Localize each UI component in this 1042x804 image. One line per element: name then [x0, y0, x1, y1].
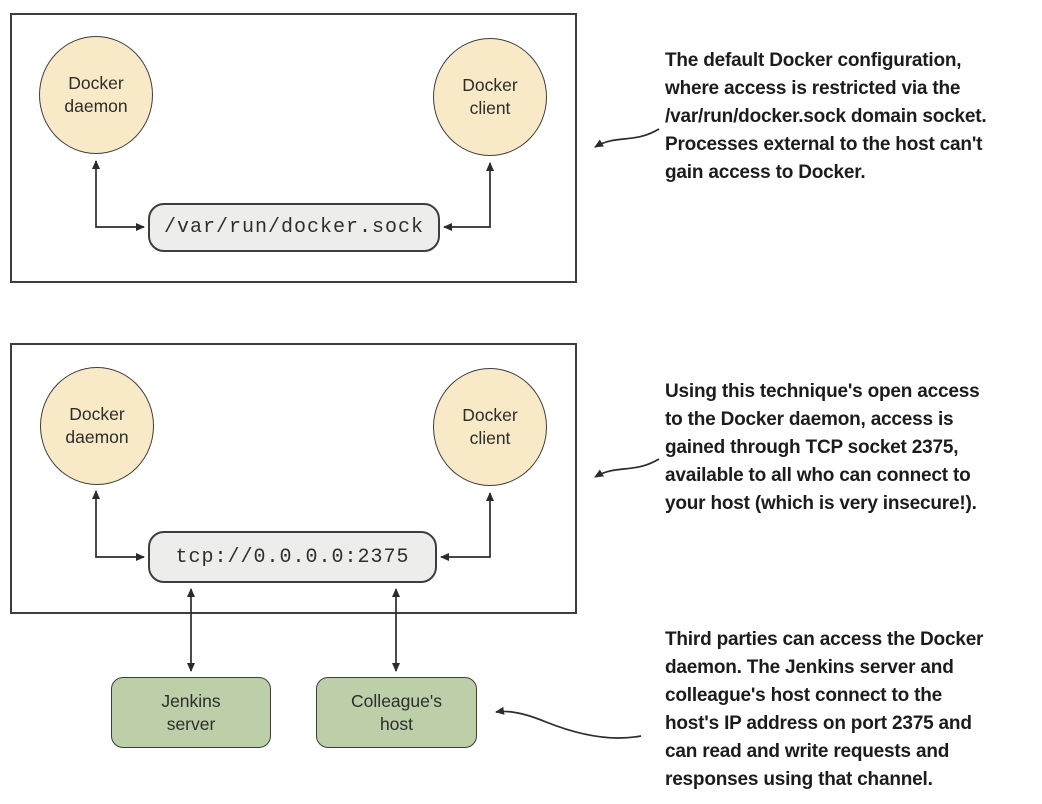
docker-client-node-bottom: Docker client: [433, 368, 547, 486]
host-boundary-default-config: [10, 13, 577, 283]
host-boundary-open-access: [10, 343, 577, 614]
tcp-socket-node: tcp://0.0.0.0:2375: [148, 531, 437, 583]
docker-client-node-top: Docker client: [433, 38, 547, 156]
annotation-arrow-third-parties: [495, 706, 642, 739]
colleague-host-node: Colleague's host: [316, 677, 477, 748]
annotation-open-access: Using this technique's open access to th…: [665, 381, 980, 514]
jenkins-server-node: Jenkins server: [111, 677, 271, 748]
docker-daemon-node-top: Docker daemon: [39, 36, 153, 154]
annotation-arrow-open-access: [594, 458, 660, 478]
annotation-third-parties: Third parties can access the Docker daem…: [665, 629, 984, 790]
annotation-arrow-default-config: [594, 128, 660, 148]
annotation-default-config: The default Docker configuration, where …: [665, 50, 987, 183]
docker-daemon-node-bottom: Docker daemon: [40, 367, 154, 485]
unix-socket-node: /var/run/docker.sock: [148, 203, 440, 252]
